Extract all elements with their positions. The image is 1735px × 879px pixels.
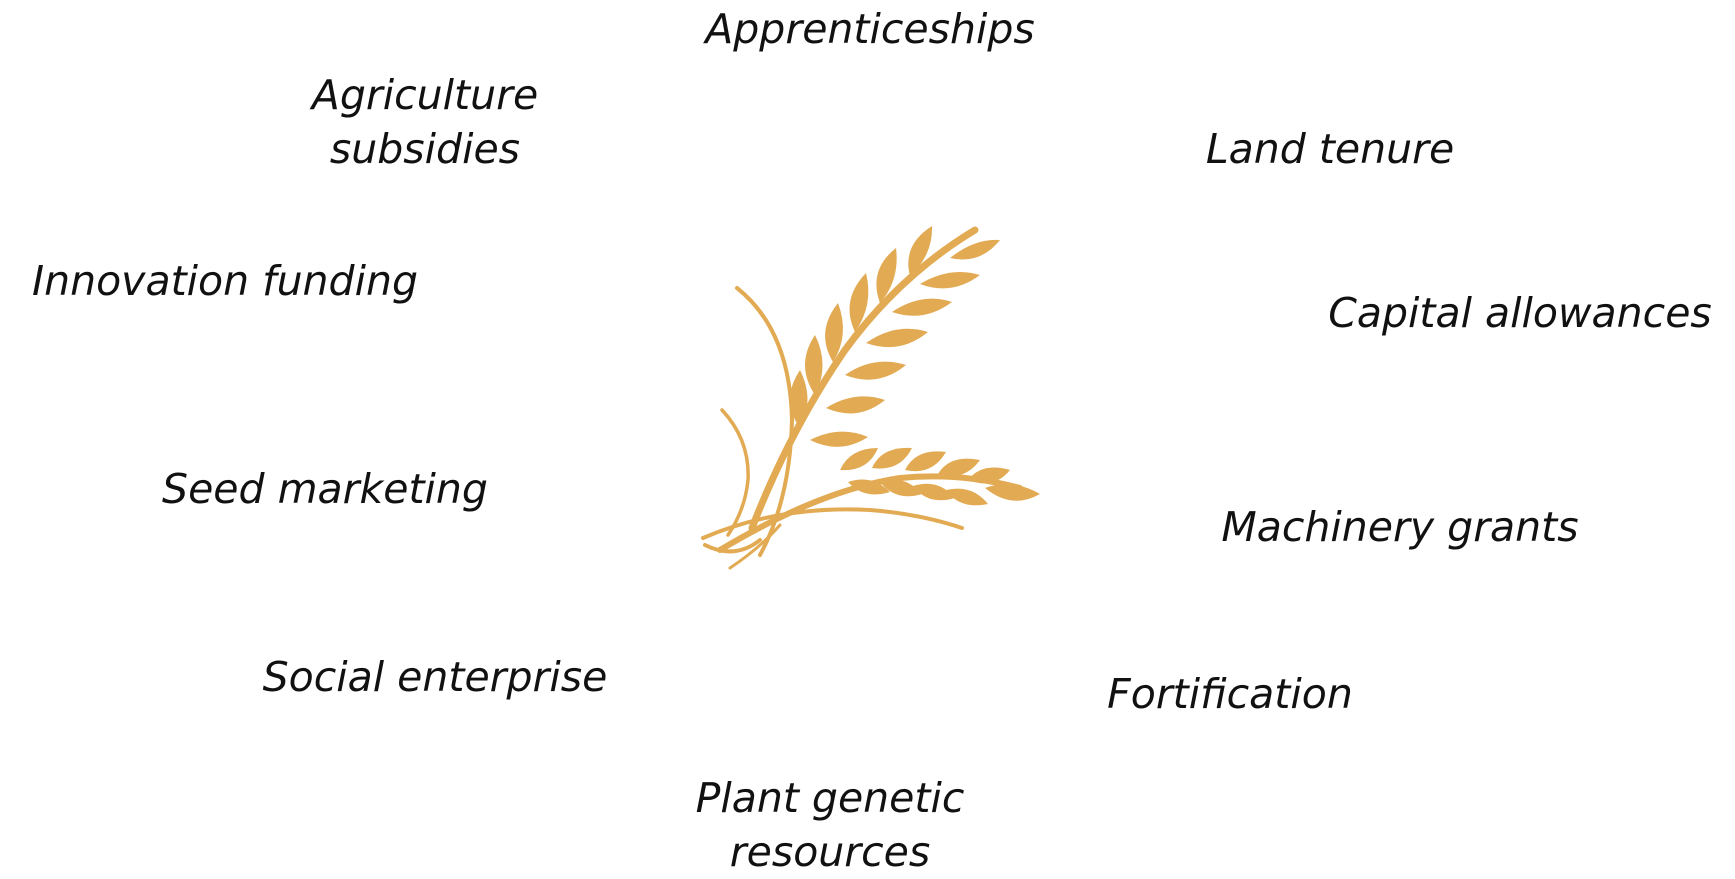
label-land-tenure: Land tenure: [1205, 125, 1455, 173]
label-plant-genetic-resources-line-2: resources: [729, 828, 931, 876]
label-machinery-grants: Machinery grants: [1221, 503, 1579, 551]
label-agriculture-subsidies-line-1: Agriculture: [311, 71, 539, 119]
label-social-enterprise: Social enterprise: [262, 653, 608, 701]
label-capital-allowances: Capital allowances: [1328, 289, 1712, 337]
label-innovation-funding: Innovation funding: [32, 257, 418, 305]
label-agriculture-subsidies: Agriculture subsidies: [255, 68, 595, 176]
label-plant-genetic-resources: Plant genetic resources: [655, 771, 1005, 879]
label-fortification: Fortification: [1107, 670, 1353, 718]
label-agriculture-subsidies-line-2: subsidies: [329, 125, 521, 173]
label-seed-marketing: Seed marketing: [162, 465, 488, 513]
label-plant-genetic-resources-line-1: Plant genetic: [695, 774, 965, 822]
wheat-icon: [701, 226, 1040, 570]
label-apprenticeships: Apprenticeships: [705, 5, 1035, 53]
